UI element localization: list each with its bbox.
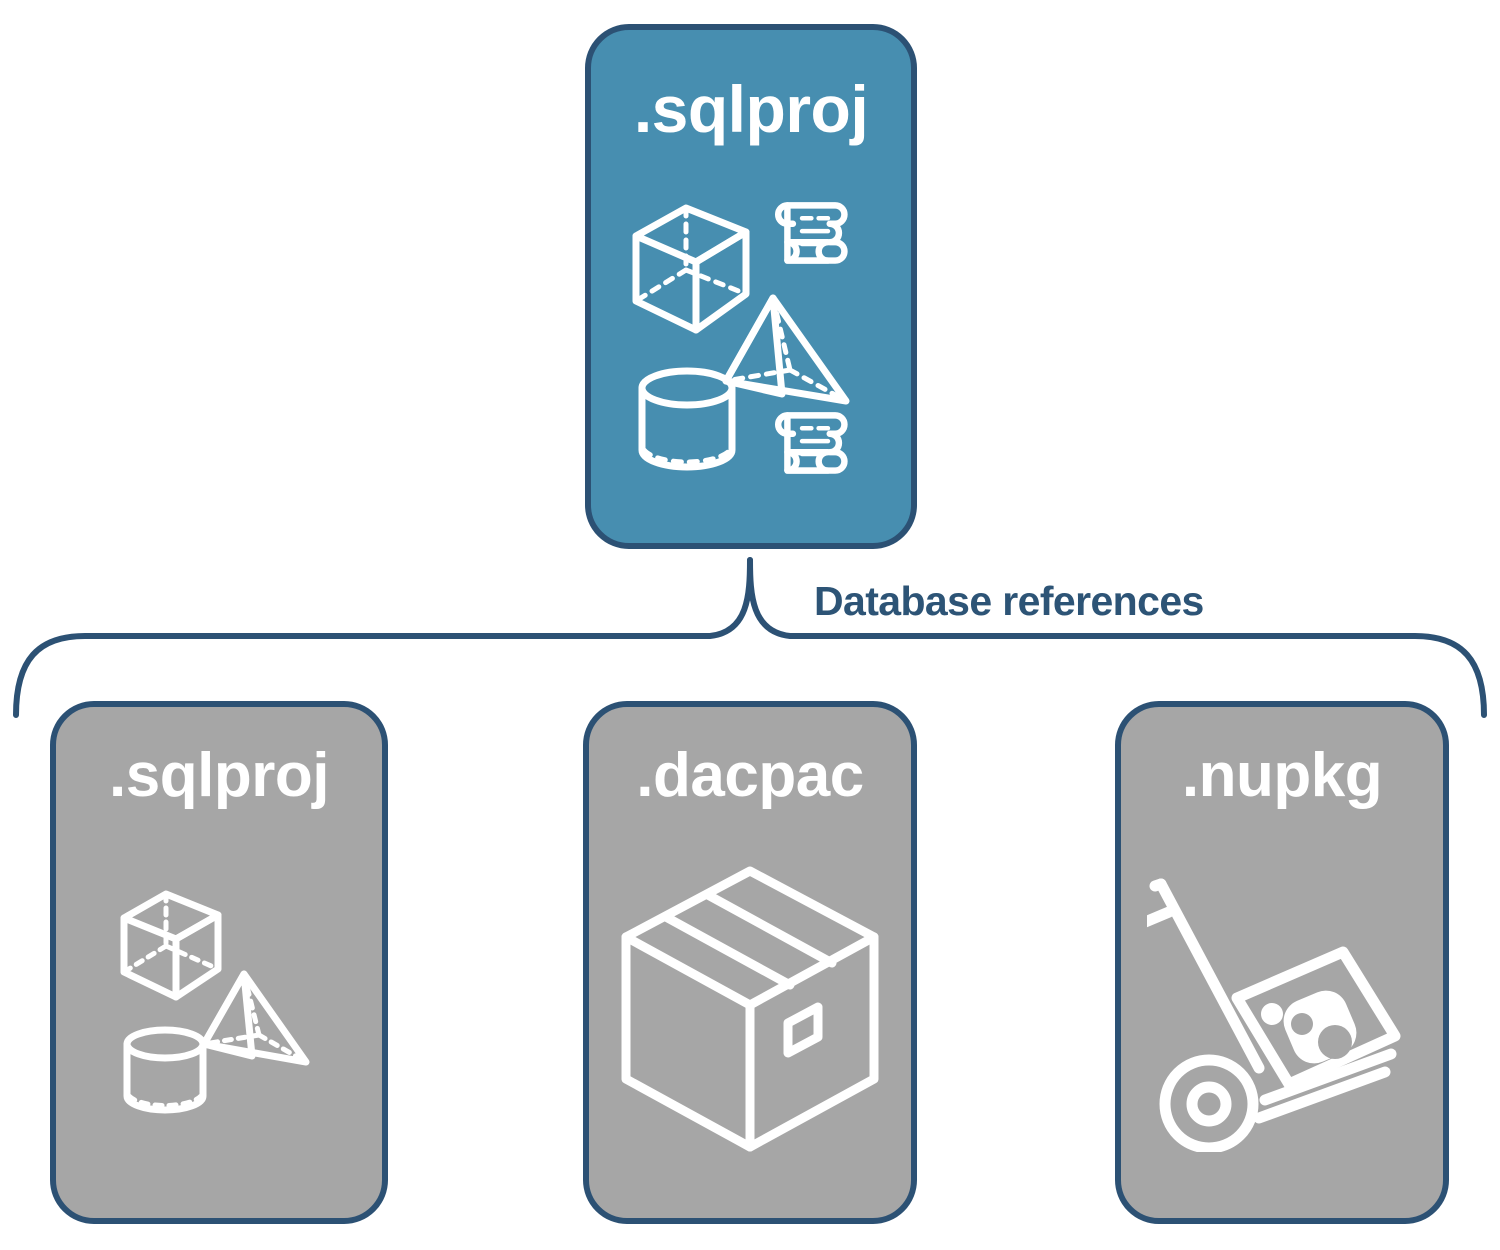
card-root-title: .sqlproj [633,72,869,146]
cylinder-icon [638,367,736,470]
cube-icon [120,890,222,1000]
card-root-icon-group [591,142,911,543]
brace-left-arm [13,557,753,718]
shapes-and-scripts-illustration [632,201,850,474]
cylinder-icon [123,1026,207,1113]
card-ref-nupkg-icon-group [1121,807,1443,1218]
card-ref-dacpac[interactable]: .dacpac [583,701,917,1224]
connector-label: Database references [814,578,1204,624]
nuget-mark-satellite [1261,1002,1283,1025]
nuget-mark-dots [1291,1012,1352,1059]
scroll-icon [775,411,848,474]
hand-truck-icon [1147,878,1401,1152]
shapes-illustration [120,890,310,1113]
scroll-icon [775,201,848,264]
card-ref-sqlproj-icon-group [56,807,382,1218]
card-ref-nupkg-title: .nupkg [1181,741,1383,810]
card-ref-sqlproj-title: .sqlproj [109,741,329,810]
card-ref-sqlproj[interactable]: .sqlproj [50,701,388,1224]
pyramid-icon [722,294,850,404]
cube-icon [632,204,750,333]
card-root-sqlproj[interactable]: .sqlproj [585,24,917,549]
card-ref-dacpac-title: .dacpac [636,741,864,810]
pyramid-icon [200,970,310,1065]
card-ref-dacpac-icon-group [589,807,911,1218]
card-ref-nupkg[interactable]: .nupkg [1115,701,1449,1224]
package-box-icon [621,866,879,1151]
